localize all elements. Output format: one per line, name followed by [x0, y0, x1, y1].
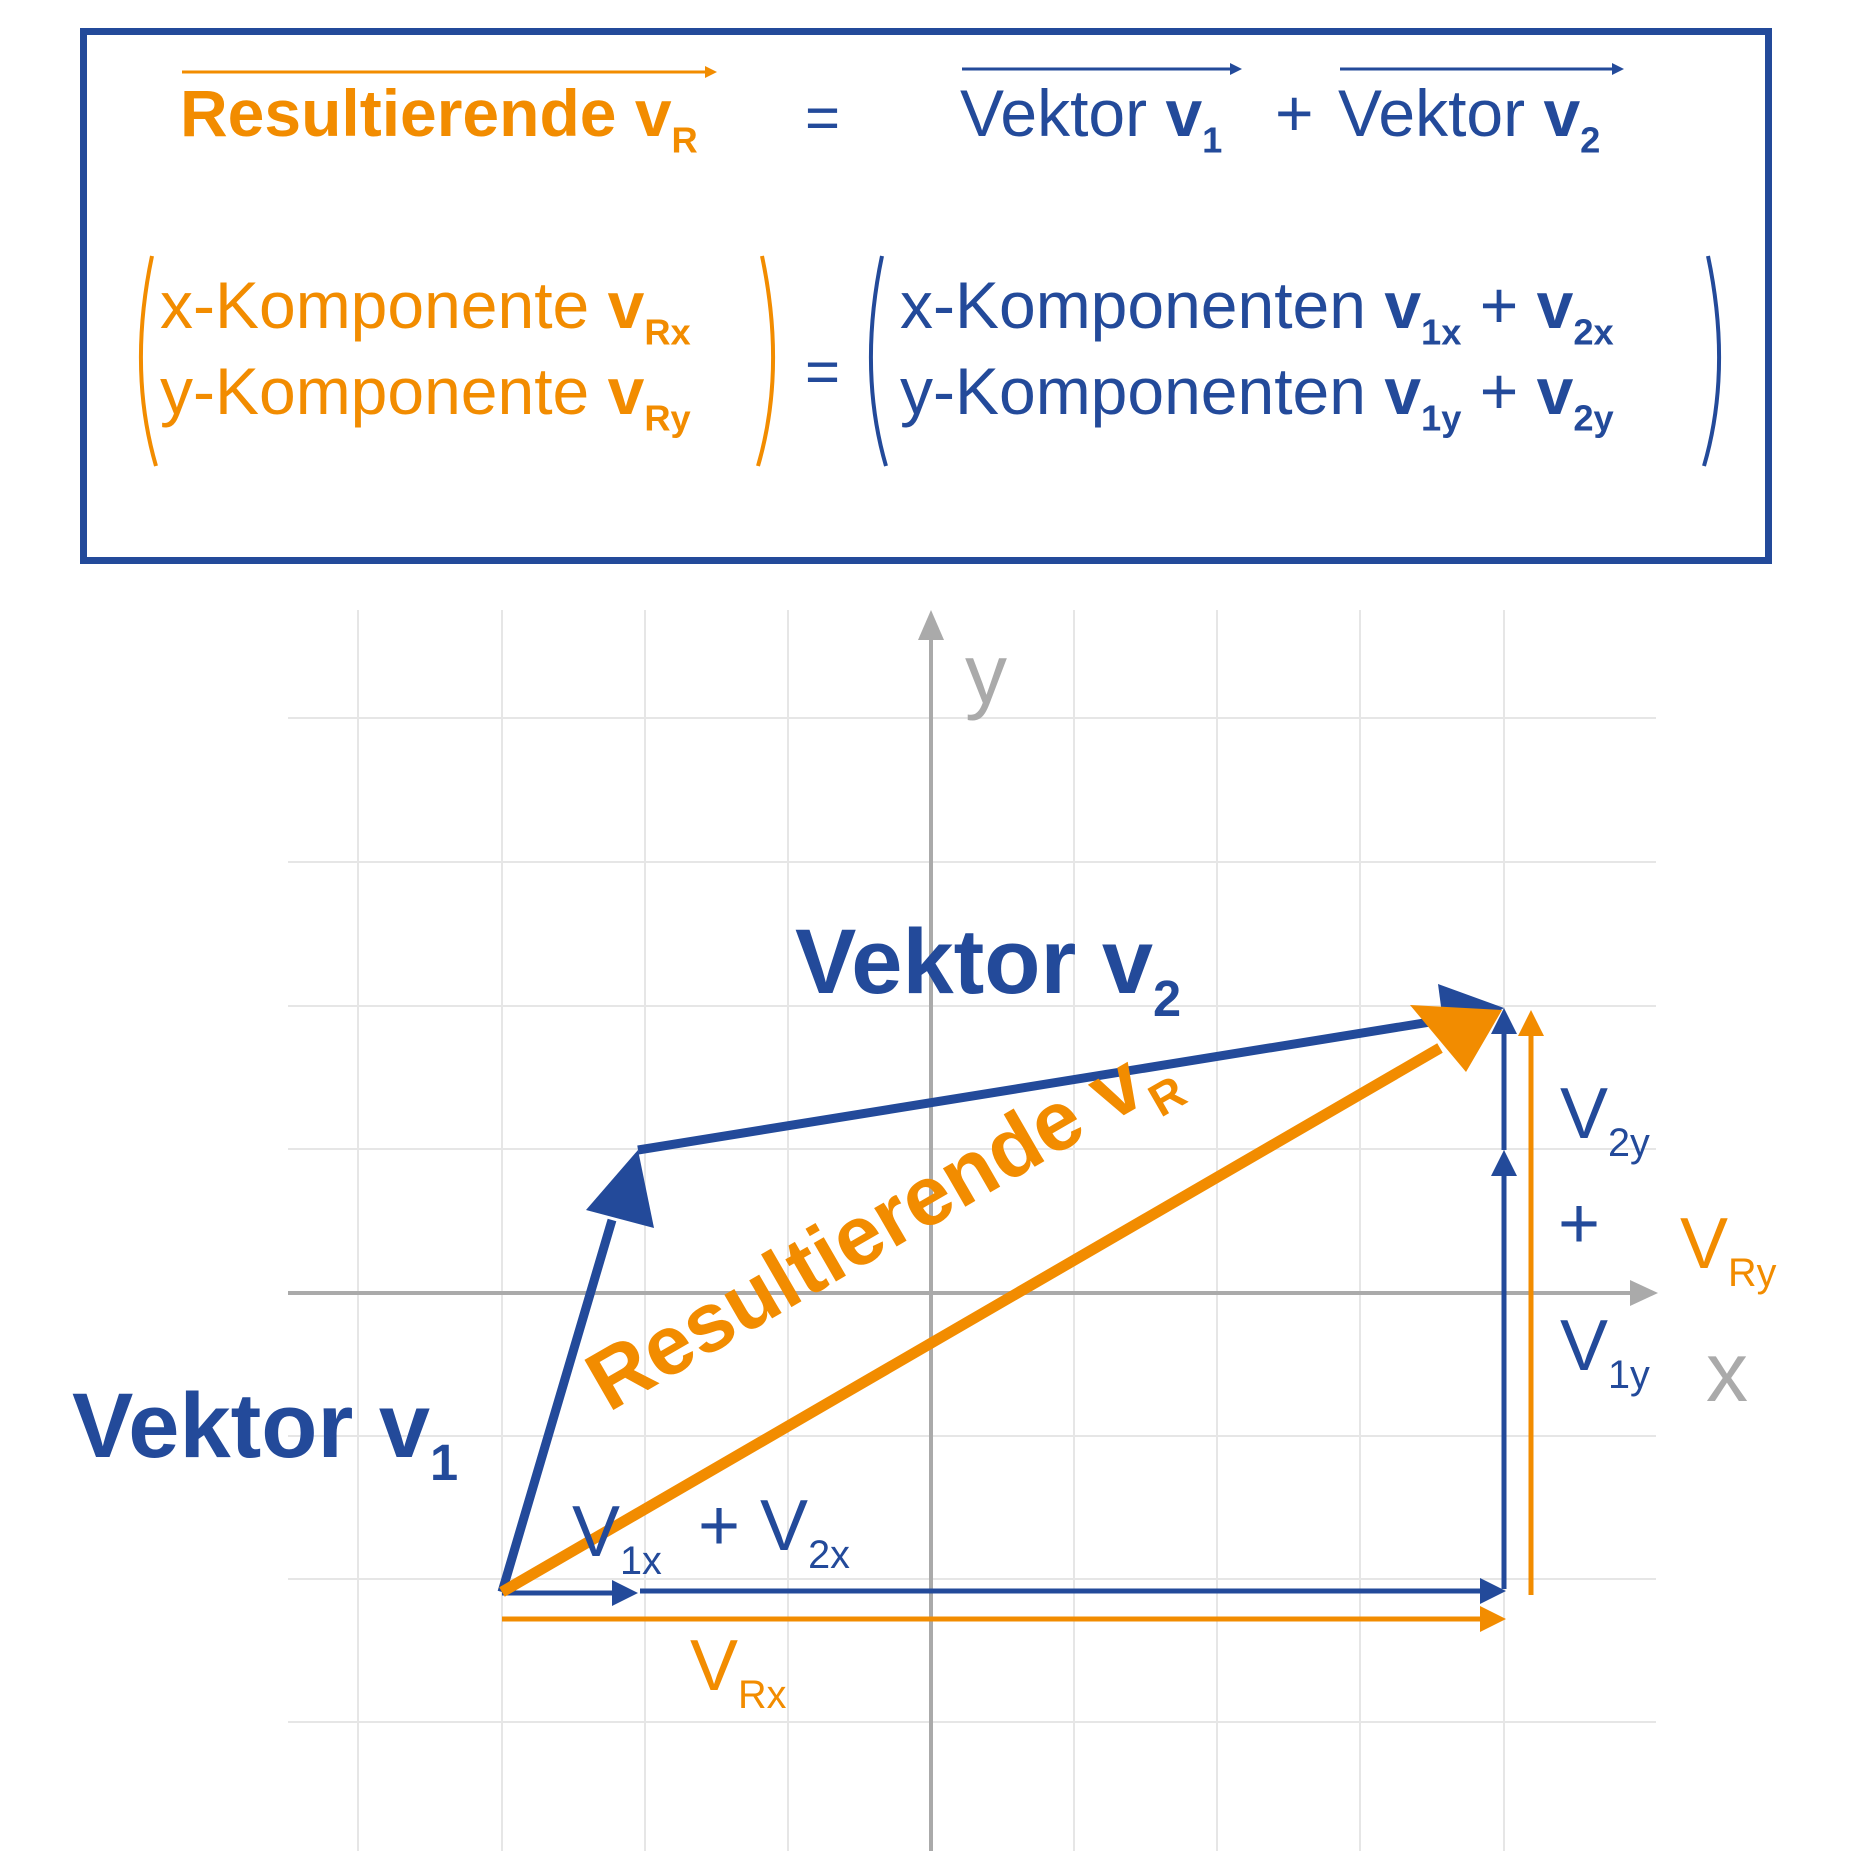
row-y-text: y-Komponente: [160, 354, 608, 428]
vector-v2-label-sub: 2: [1152, 969, 1182, 1027]
v1x-label-sub: 1x: [620, 1538, 662, 1583]
row-y-subscript: Ry: [644, 397, 691, 439]
vector1-subscript: 1: [1202, 119, 1223, 161]
vector-v1-label-text: Vektor v: [72, 1375, 430, 1477]
equals-sign-1: =: [805, 84, 841, 151]
matrix-right-row-x: x-Komponenten v1x + v2x: [900, 272, 1614, 350]
axes: [288, 610, 1658, 1851]
row-x-symbol: v: [607, 268, 645, 342]
row-x-symbol-b: v: [1536, 268, 1574, 342]
vRy-label-sub: Ry: [1728, 1250, 1777, 1295]
resultant-subscript: R: [671, 119, 698, 161]
resultant-symbol: v: [634, 76, 672, 150]
vector1-term: Vektor v1: [960, 80, 1222, 158]
grid: [288, 610, 1656, 1851]
row-y-subscript-b: 2y: [1573, 397, 1614, 439]
vRx-label: VRx: [690, 1630, 786, 1715]
vector1-symbol: v: [1165, 76, 1203, 150]
vRx-label-main: V: [690, 1626, 739, 1706]
vector-v1-arrow: [497, 1150, 654, 1594]
row-x-subscript-a: 1x: [1421, 311, 1462, 353]
matrix-left-row-y: y-Komponente vRy: [160, 358, 691, 436]
vector2-term: Vektor v2: [1338, 80, 1600, 158]
row-x-components-text: x-Komponenten: [900, 268, 1385, 342]
vector2-symbol: v: [1543, 76, 1581, 150]
vRx-label-sub: Rx: [738, 1672, 787, 1717]
resultant-term: Resultierende vR: [180, 80, 698, 158]
v2x-label: + V2x: [698, 1490, 850, 1575]
vector-v1-label-sub: 1: [429, 1433, 459, 1491]
v2x-label-sub: 2x: [808, 1532, 850, 1577]
row-y-symbol-b: v: [1536, 354, 1574, 428]
matrix-left-row-x: x-Komponente vRx: [160, 272, 691, 350]
row-x-subscript: Rx: [644, 311, 691, 353]
v2y-label-sub: 2y: [1608, 1120, 1650, 1165]
vector2-subscript: 2: [1580, 119, 1601, 161]
v1x-label-main: V: [572, 1492, 621, 1572]
row-y-subscript-a: 1y: [1421, 397, 1462, 439]
v1x-label: V1x: [572, 1496, 662, 1581]
v2y-label: V2y: [1560, 1078, 1650, 1163]
vRy-label: VRy: [1680, 1208, 1776, 1293]
matrix-brackets: [138, 255, 1722, 467]
v1y-label: V1y: [1560, 1310, 1650, 1395]
row-x-symbol-a: v: [1384, 268, 1422, 342]
formula-box: [80, 28, 1772, 564]
v1y-label-sub: 1y: [1608, 1352, 1650, 1397]
v1y-label-main: V: [1560, 1306, 1609, 1386]
v2y-label-main: V: [1560, 1074, 1609, 1154]
v2x-label-main: + V: [698, 1486, 809, 1566]
y-components: [1491, 1008, 1544, 1595]
equals-sign-2: =: [805, 338, 841, 405]
matrix-right-row-y: y-Komponenten v1y + v2y: [900, 358, 1614, 436]
row-x-plus: +: [1461, 268, 1537, 342]
x-components: [502, 1578, 1506, 1632]
row-y-symbol-a: v: [1384, 354, 1422, 428]
x-axis-arrowhead: [1630, 1280, 1658, 1306]
row-y-components-text: y-Komponenten: [900, 354, 1385, 428]
overline-arrows: [182, 63, 1624, 78]
vector-v2-label: Vektor v2: [795, 916, 1181, 1024]
plus-sign-1: +: [1275, 76, 1314, 150]
x-axis-label: x: [1706, 1325, 1748, 1419]
vector2-word: Vektor: [1338, 76, 1544, 150]
vRy-label-main: V: [1680, 1204, 1729, 1284]
y-axis-arrowhead: [918, 610, 944, 640]
row-x-text: x-Komponente: [160, 268, 608, 342]
resultant-vector-arrow: [499, 1005, 1502, 1597]
y-components-plus: +: [1558, 1184, 1601, 1264]
vector1-word: Vektor: [960, 76, 1166, 150]
vector-v2-label-text: Vektor v: [795, 911, 1153, 1013]
resultant-word: Resultierende: [180, 76, 635, 150]
row-x-subscript-b: 2x: [1573, 311, 1614, 353]
row-y-plus: +: [1461, 354, 1537, 428]
y-axis-label: y: [965, 627, 1007, 721]
vector-v1-label: Vektor v1: [72, 1380, 458, 1488]
row-y-symbol: v: [607, 354, 645, 428]
